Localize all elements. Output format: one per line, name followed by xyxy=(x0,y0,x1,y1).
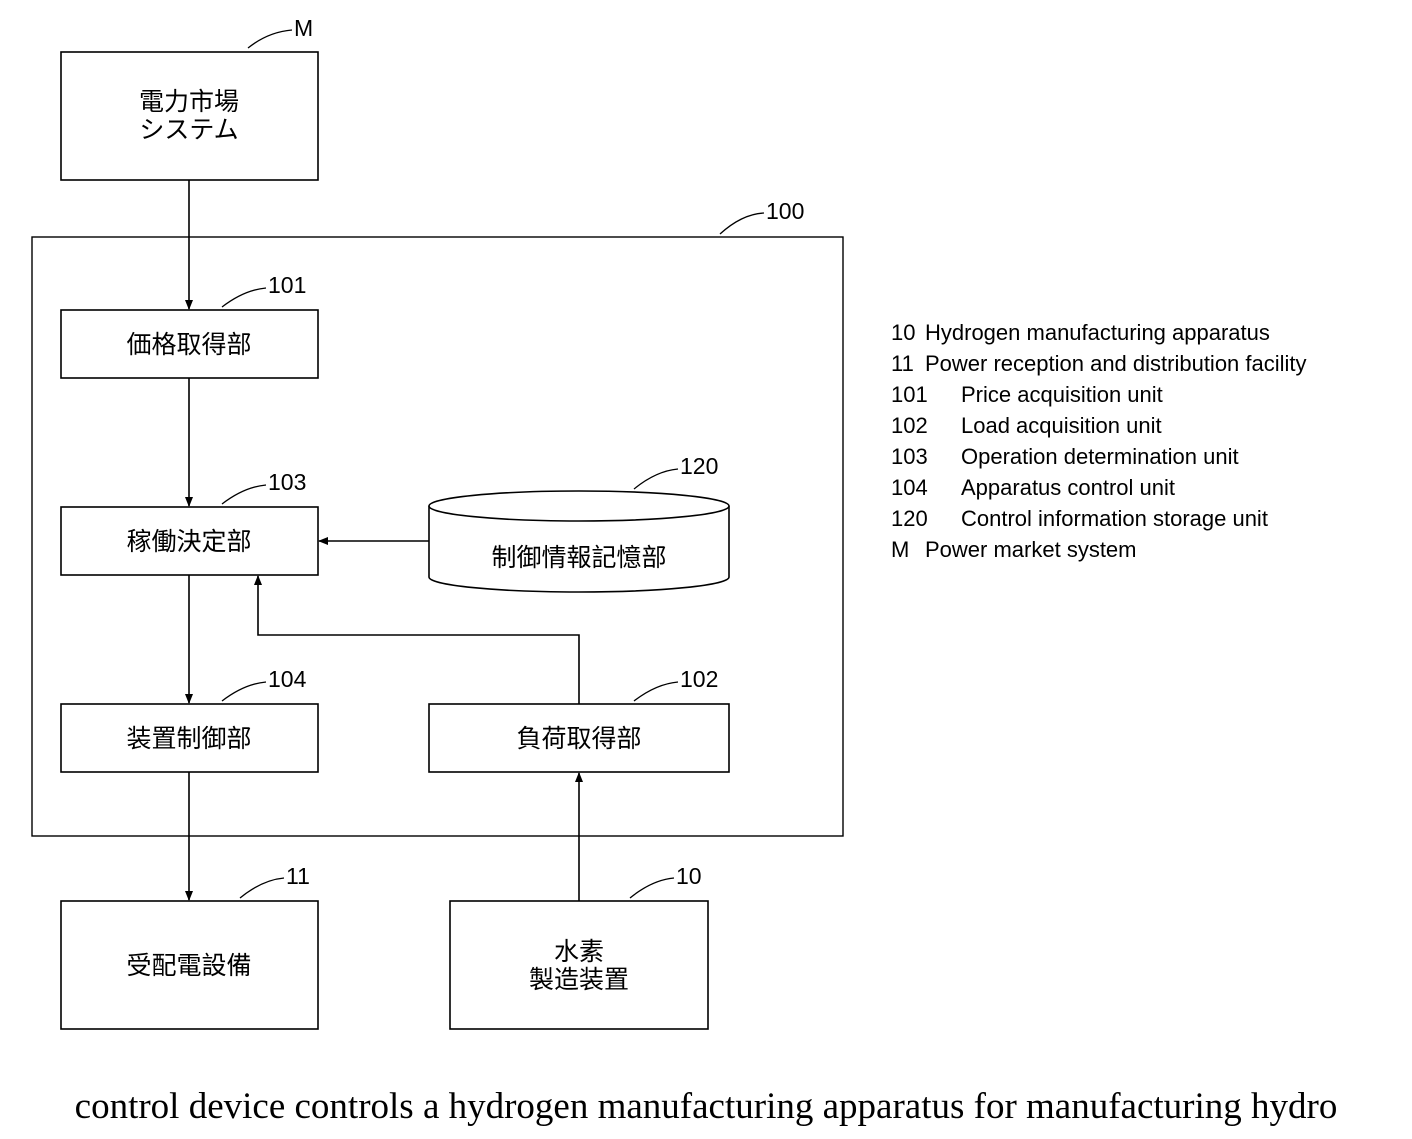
ref-market: M xyxy=(294,15,313,41)
apparatus-control-unit-label: 装置制御部 xyxy=(126,724,251,753)
ref-operation-unit: 103 xyxy=(268,469,306,495)
legend-label: Apparatus control unit xyxy=(961,475,1175,500)
leader-device xyxy=(720,213,764,234)
leader-apparatus-control xyxy=(222,682,266,701)
operation-unit-label: 稼働決定部 xyxy=(126,527,251,556)
figure-caption: control device controls a hydrogen manuf… xyxy=(75,1086,1338,1127)
leader-operation xyxy=(222,485,266,504)
legend-code: 102 xyxy=(891,413,928,438)
ref-price-unit: 101 xyxy=(268,272,306,298)
market-label-line2: システム xyxy=(139,115,238,144)
facility-label: 受配電設備 xyxy=(126,951,251,980)
ref-apparatus-control-unit: 104 xyxy=(268,666,307,692)
legend-code: 10 xyxy=(891,320,915,345)
legend: 10 Hydrogen manufacturing apparatus 11 P… xyxy=(891,320,1307,562)
legend-code: 104 xyxy=(891,475,928,500)
ref-storage-unit: 120 xyxy=(680,453,718,479)
ref-device: 100 xyxy=(766,198,804,224)
price-unit-label: 価格取得部 xyxy=(126,330,251,359)
storage-unit-label: 制御情報記憶部 xyxy=(491,543,666,572)
load-unit-label: 負荷取得部 xyxy=(516,724,641,753)
legend-label: Hydrogen manufacturing apparatus xyxy=(925,320,1270,345)
legend-label: Operation determination unit xyxy=(961,444,1239,469)
legend-label: Power reception and distribution facilit… xyxy=(925,351,1307,376)
hydrogen-label-line1: 水素 xyxy=(554,937,604,966)
legend-code: 103 xyxy=(891,444,928,469)
leader-facility xyxy=(240,878,284,898)
storage-cylinder xyxy=(429,491,729,592)
legend-label: Control information storage unit xyxy=(961,506,1268,531)
leader-hydrogen xyxy=(630,878,674,898)
ref-hydrogen-apparatus: 10 xyxy=(676,863,702,889)
legend-label: Load acquisition unit xyxy=(961,413,1162,438)
ref-load-unit: 102 xyxy=(680,666,718,692)
legend-code: M xyxy=(891,537,909,562)
ref-facility: 11 xyxy=(286,863,310,889)
legend-label: Power market system xyxy=(925,537,1137,562)
legend-code: 101 xyxy=(891,382,928,407)
legend-code: 11 xyxy=(891,351,914,376)
hydrogen-label-line2: 製造装置 xyxy=(529,965,629,994)
leader-storage xyxy=(634,469,678,489)
leader-load xyxy=(634,682,678,701)
leader-price xyxy=(222,288,266,307)
legend-code: 120 xyxy=(891,506,928,531)
legend-label: Price acquisition unit xyxy=(961,382,1163,407)
market-label-line1: 電力市場 xyxy=(139,87,239,116)
leader-market xyxy=(248,30,292,48)
